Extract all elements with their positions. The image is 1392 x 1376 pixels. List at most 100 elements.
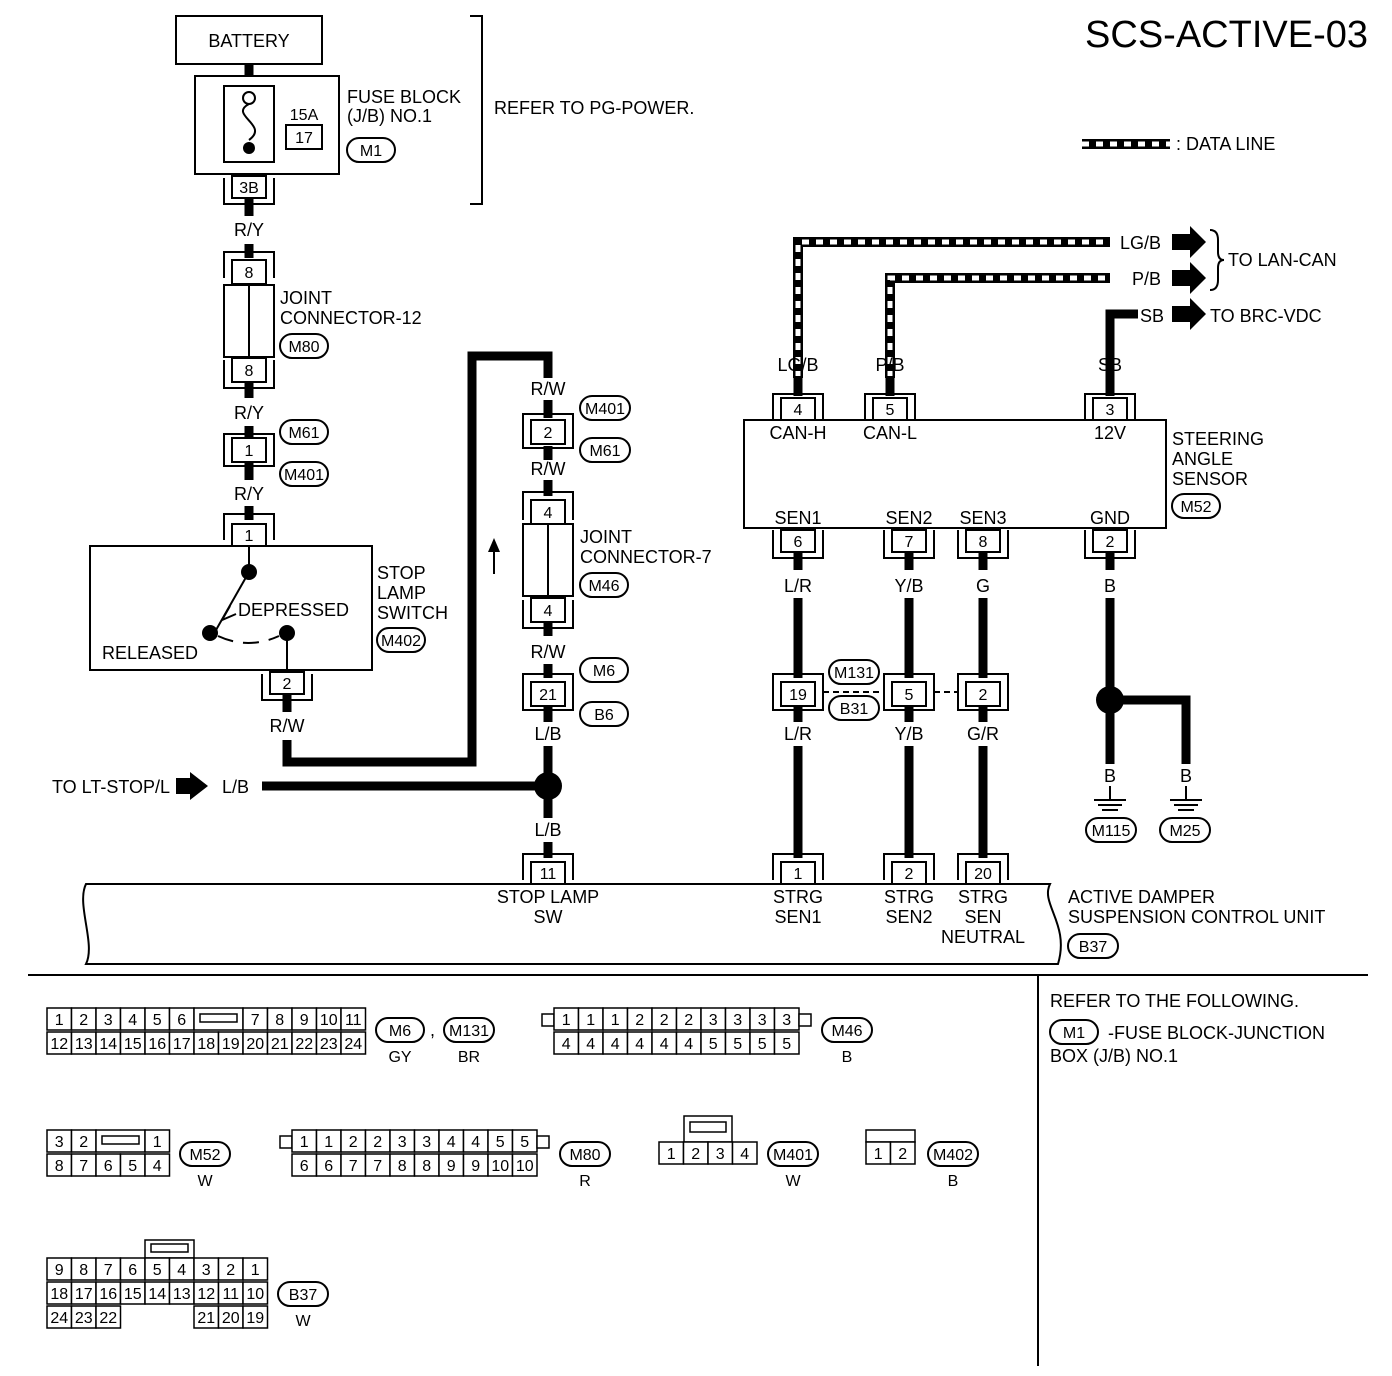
wire-rw-4: R/W [531,642,566,662]
m6-terminal: 21 [539,687,557,704]
m401-tag [767,1141,819,1167]
m80-r1-pin-7-label: 4 [471,1134,480,1151]
b37-r2-pin-3-label: 15 [124,1286,142,1303]
wire-lr-2: L/R [784,724,812,744]
wire-b-3: B [1180,766,1192,786]
m402-r1-pin-1 [889,1141,916,1165]
m6-r2-pin-9-label: 21 [271,1036,289,1053]
b37-color: W [295,1313,311,1330]
b37-r2-pin-4-label: 14 [148,1286,166,1303]
m80-tag [559,1141,611,1167]
m131-tag [443,1017,495,1043]
fuse-number: 17 [295,130,313,147]
m80-r1-pin-4-label: 3 [398,1134,407,1151]
m6-r2-pin-10-label: 22 [295,1036,313,1053]
m52-tag-label: M52 [189,1147,220,1164]
b37-r1-pin-8-label: 1 [251,1262,260,1279]
m80-r2-pin-1-label: 6 [324,1158,333,1175]
fuse-block-connector: M1 [360,143,382,160]
joint-connector-7: 4 4 [522,480,574,636]
m401-latch [689,1121,727,1133]
m80-key-right [536,1135,550,1149]
rw-m61-tag: M61 [589,443,620,460]
cu-term-1: 1 [794,866,803,883]
b6-tag: B6 [594,707,614,724]
m46-r1-pin-6-label: 3 [709,1012,718,1029]
m61-tag: M61 [288,425,319,442]
data-line-legend: : DATA LINE [1082,134,1275,154]
m401-tag-label: M401 [773,1147,813,1164]
m46-tag [821,1017,873,1043]
m46-r1-pin-1-label: 1 [586,1012,595,1029]
m52-r1a-pin-0-label: 3 [55,1134,64,1151]
m80-r2-pin-2-label: 7 [349,1158,358,1175]
m131-tag: M131 [834,665,874,682]
m46-r1-pin-4-label: 2 [660,1012,669,1029]
wire-lr-1: L/R [784,576,812,596]
cu-term-20: 20 [974,866,992,883]
b37-r3b-pin-2-label: 19 [246,1310,264,1327]
m401-r1-pin-2-label: 3 [716,1146,725,1163]
rw-m401-tag: M401 [585,401,625,418]
fuse-block: 15A 17 [194,75,340,175]
m6-r1a-pin-0-label: 1 [55,1012,64,1029]
m6-r1a-pin-4-label: 5 [153,1012,162,1029]
joint12-label-1: JOINT [280,288,332,308]
m80-r1-pin-8-label: 5 [496,1134,505,1151]
m52-color: W [197,1173,213,1190]
m131-term-5: 5 [905,687,914,704]
m80-color: R [579,1173,591,1190]
wire-b-2: B [1104,766,1116,786]
wire-lb-1: L/B [534,724,561,744]
wire-lb-3: L/B [534,820,561,840]
m6-comma: , [430,1020,435,1040]
svg-text:8: 8 [245,265,254,282]
wire-ry-3: R/Y [234,484,264,504]
b37-r3a-pin-1-label: 23 [75,1310,93,1327]
m46-r2-pin-8-label: 5 [758,1036,767,1053]
m6-r2-pin-6-label: 18 [197,1036,215,1053]
b37-r3b-pin-2 [242,1305,269,1329]
svg-text:SEN: SEN [964,907,1001,927]
m6-r1b-pin-0-label: 7 [251,1012,260,1029]
fuse-amp: 15A [290,107,319,124]
b37-r1-pin-3-label: 6 [128,1262,137,1279]
svg-text:4: 4 [794,402,803,419]
stop-switch-label-3: SWITCH [377,603,448,623]
m52-r2-pin-1-label: 7 [79,1158,88,1175]
m402-tag-label: M402 [933,1147,973,1164]
svg-text:CAN-L: CAN-L [863,423,917,443]
m80-r1-pin-0-label: 1 [300,1134,309,1151]
stop-switch-label-1: STOP [377,563,426,583]
fuse-terminal-3b: 3B [239,180,259,197]
m131-tag-label: M131 [449,1023,489,1040]
svg-text:STOP LAMP: STOP LAMP [497,887,599,907]
b37-r3b-pin-0-label: 21 [197,1310,215,1327]
svg-text:SW: SW [534,907,563,927]
svg-text:3: 3 [1106,402,1115,419]
b37-tag-label: B37 [289,1287,318,1304]
m6-latch [199,1013,238,1023]
b37-r3b-pin-1-label: 20 [222,1310,240,1327]
diagram-title: SCS-ACTIVE-03 [1085,14,1368,56]
m401-r1-pin-1-label: 2 [691,1146,700,1163]
m6-r2-pin-11-label: 23 [320,1036,338,1053]
b37-r1-pin-6-label: 3 [202,1262,211,1279]
m46-r2-pin-5-label: 4 [684,1036,693,1053]
m6-r1b-pin-4-label: 11 [345,1012,362,1029]
wire-gr-2: G/R [967,724,999,744]
svg-text:SEN3: SEN3 [959,508,1006,528]
m6-r2-pin-0-label: 12 [50,1036,68,1053]
m131-color: BR [458,1049,480,1066]
wire-rw-3: R/W [531,459,566,479]
m61-terminal: 1 [245,443,254,460]
m80-tag-label: M80 [569,1147,600,1164]
b37-r2-pin-8 [242,1281,269,1305]
m46-r2-pin-0-label: 4 [562,1036,571,1053]
m46-tag-label: M46 [831,1023,862,1040]
refer-line-3: BOX (J/B) NO.1 [1050,1046,1178,1066]
steering-angle-sensor: 4 5 3 CAN-H CAN-L 12V SEN1 SEN2 SEN3 GND… [743,376,1167,559]
cu-label-1: ACTIVE DAMPER [1068,887,1215,907]
b37-r2-pin-5-label: 13 [173,1286,191,1303]
